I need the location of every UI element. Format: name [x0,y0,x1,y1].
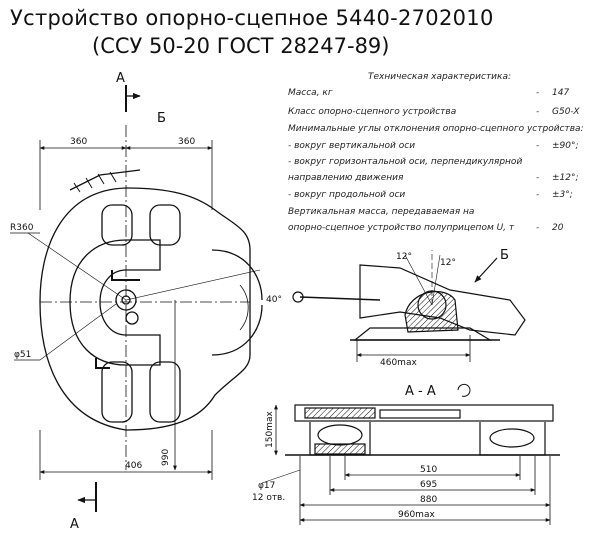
spec-longitudinal-axis-dash: - [536,190,540,200]
dim-695: 695 [420,480,437,490]
dim-960: 960max [398,510,435,520]
section-top-plate [294,404,554,422]
spec-vertical-mass-label-1: Вертикальная масса, передаваемая на [288,207,475,217]
pad-bottom-left [101,361,133,423]
section-left-base-hatched [314,443,366,455]
spec-vertical-mass-dash: - [536,223,540,233]
angle-40-arc [239,284,249,331]
section-rotate-symbol [457,383,471,397]
spec-mass-dash: - [536,88,540,98]
fifth-wheel-plate-outline [39,187,251,431]
side-angle-right: 12° [440,258,456,268]
radius-r360: R360 [10,223,34,233]
dim-150: 150max [265,411,275,448]
pad-bottom-right [149,361,181,423]
hole-leader [261,469,301,484]
section-a-bottom-label: А [70,517,79,532]
spec-heading: Техническая характеристика: [368,72,511,82]
section-hatch-left [304,407,376,419]
spec-class-value: G50-X [552,107,580,117]
dia-leader [39,303,117,361]
spec-angles-heading: Минимальные углы отклонения опорно-сцепн… [288,124,584,134]
handle-ribs [73,171,117,193]
spec-mass-value: 147 [552,88,570,98]
spec-longitudinal-axis-value: ±3°; [552,190,573,200]
spec-horizontal-axis-value: ±12°; [552,173,579,183]
release-handle [69,169,141,191]
spec-vertical-axis-label: - вокруг вертикальной оси [288,141,416,151]
spec-class-label: Класс опорно-сцепного устройства [288,107,457,117]
right-lobe-top [211,249,263,301]
spec-horizontal-axis-label-1: - вокруг горизонтальной оси, перпендикул… [288,157,523,167]
right-lobe-bottom [211,304,263,356]
spec-horizontal-axis-dash: - [536,173,540,183]
spec-class-dash: - [536,107,540,117]
side-handle-knob [292,291,304,303]
dim-360-right: 360 [178,137,195,147]
section-view [261,404,560,525]
spec-vertical-mass-label-2: опорно-сцепное устройство полуприцепом U… [288,223,515,233]
angle-40: 40° [266,295,282,305]
rotate-symbol-icon [457,383,471,397]
dim-406: 406 [125,461,142,471]
dim-880: 880 [420,495,437,505]
bracket-lower [95,358,110,369]
view-b-label-plan: Б [157,111,166,126]
section-left-bushing [317,424,363,446]
hole-count: 12 отв. [252,493,285,503]
side-angle-left: 12° [396,252,412,262]
side-plate-outline [359,264,526,336]
section-mid-rail [379,409,461,419]
section-right-bushing [489,428,535,448]
throat-outline [69,239,161,366]
hole-dia: φ17 [258,481,275,491]
plan-view [10,85,263,512]
kingpin-inner-circle [121,295,131,305]
side-cradle-hatched [404,291,459,333]
dim-460: 460max [380,358,417,368]
spec-vertical-axis-dash: - [536,141,540,151]
side-handle [299,296,381,301]
view-b-arrow [474,257,498,283]
section-title: А - А [405,384,436,399]
dim-360-left: 360 [70,137,87,147]
dim-510: 510 [420,465,437,475]
spec-vertical-axis-value: ±90°; [552,141,579,151]
drawing-title-line1: Устройство опорно-сцепное 5440-2702010 [10,6,494,30]
side-view [292,250,526,362]
lock-circle [125,311,139,325]
view-b-label-side: Б [500,248,509,263]
dim-990: 990 [161,449,171,466]
section-a-top-label: А [116,71,125,86]
pad-top-left [101,204,133,246]
spec-mass-label: Масса, кг [288,88,333,98]
drawing-title-line2: (ССУ 50-20 ГОСТ 28247-89) [92,34,390,58]
pad-top-right [149,204,181,246]
spec-longitudinal-axis-label: - вокруг продольной оси [288,190,406,200]
bracket-upper [111,270,140,281]
kingpin-circle [115,289,137,311]
spec-horizontal-axis-label-2: направлению движения [288,173,404,183]
dia-51: φ51 [14,350,31,360]
spec-vertical-mass-value: 20 [552,223,564,233]
